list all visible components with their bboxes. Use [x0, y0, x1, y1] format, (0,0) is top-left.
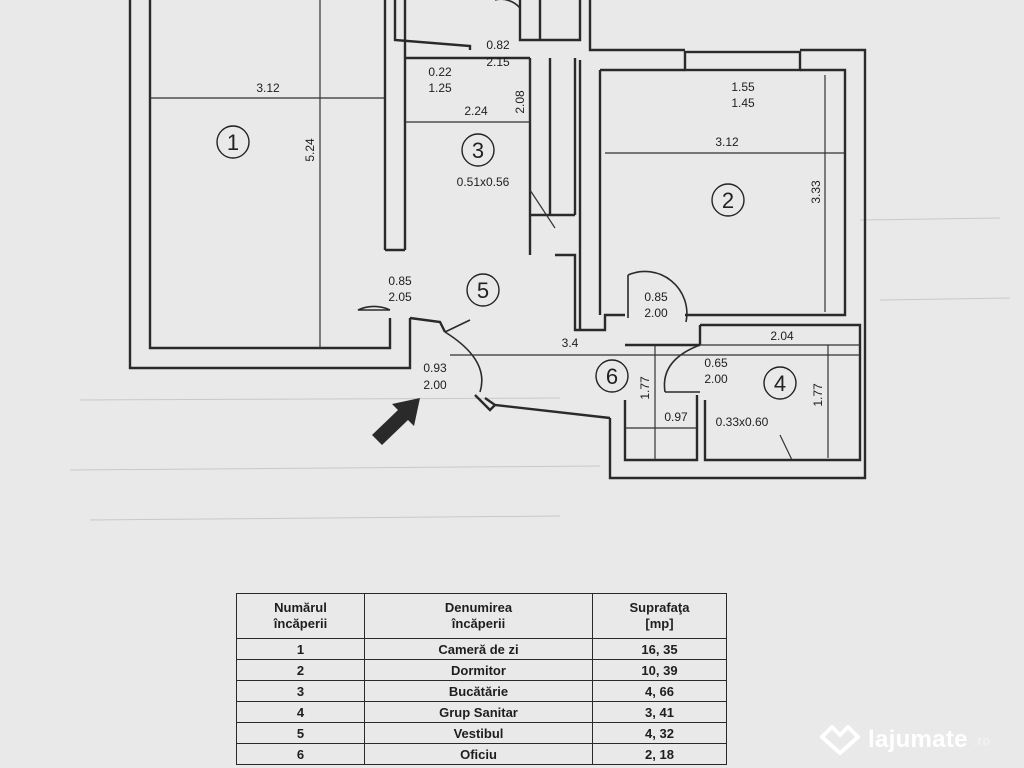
room-2-number: 2: [722, 188, 734, 213]
dim-room2-length: 3.33: [809, 180, 823, 204]
dim-room3-height: 2.08: [513, 90, 527, 114]
watermark-suffix: .ro: [973, 732, 991, 748]
dim-office-width: 0.97: [664, 410, 688, 424]
dim-bath-window: 0.33x0.60: [716, 415, 769, 429]
dim-door1-w: 0.85: [388, 274, 412, 288]
entry-walls: [409, 316, 496, 412]
cell-name: Oficiu: [364, 743, 593, 765]
dim-window2-w: 1.55: [731, 80, 755, 94]
dim-room4-width: 2.04: [770, 329, 794, 343]
doors: [357, 0, 701, 393]
dim-door-b-w: 0.82: [486, 38, 510, 52]
room-5-circle: [466, 273, 500, 307]
cell-num: 3: [236, 680, 365, 702]
dim-kitchen-window: 0.51x0.56: [457, 175, 510, 189]
door-room1: [357, 305, 391, 311]
door-entry: [444, 331, 483, 393]
room-1-number: 1: [227, 130, 239, 155]
dim-bath-door-h: 2.00: [704, 372, 728, 386]
room-5-number: 5: [477, 278, 489, 303]
header-line: [mp]: [645, 616, 674, 631]
cell-num: 1: [236, 638, 365, 660]
room-4-number: 4: [774, 371, 786, 396]
room-3-number: 3: [472, 138, 484, 163]
dim-window2-h: 1.45: [731, 96, 755, 110]
header-line: Denumirea: [444, 600, 513, 615]
dim-entry-w: 0.93: [423, 361, 447, 375]
dim-bath-door-w: 0.65: [704, 356, 728, 370]
dim-room1-length: 5.24: [303, 138, 317, 162]
dim-entry-h: 2.00: [423, 378, 447, 392]
door-top: [495, 0, 521, 9]
cell-area: 16, 35: [592, 638, 727, 660]
dimension-lines: [150, 0, 860, 461]
cell-num: 5: [236, 722, 365, 744]
heart-logo-icon: [820, 725, 860, 755]
dim-door-b-h: 2.15: [486, 55, 510, 69]
dim-office-length: 1.77: [638, 376, 652, 400]
room-2-walls: [578, 50, 847, 330]
room-2-circle: [711, 183, 745, 217]
dim-room4-length: 1.77: [811, 383, 825, 407]
cell-num: 2: [236, 659, 365, 681]
dim-room1-width: 3.12: [256, 81, 280, 95]
dim-door-a-w: 0.22: [428, 65, 452, 79]
dim-door-a-h: 1.25: [428, 81, 452, 95]
cell-num: 4: [236, 701, 365, 723]
cell-area: 4, 66: [592, 680, 727, 702]
room-1-walls: [128, 0, 412, 370]
cell-area: 10, 39: [592, 659, 727, 681]
room-3-circle: [461, 133, 495, 167]
dim-room3-width: 2.24: [464, 104, 488, 118]
room-4-circle: [763, 366, 797, 400]
room-6-number: 6: [606, 364, 618, 389]
dim-room2-width: 3.12: [715, 135, 739, 149]
header-line: încăperii: [273, 616, 328, 631]
room-6-circle: [595, 359, 629, 393]
header-line: Suprafaţa: [629, 600, 690, 615]
entry-arrow-icon: [372, 398, 420, 445]
dim-door1-h: 2.05: [388, 290, 412, 304]
room-1-circle: [216, 125, 250, 159]
cell-name: Dormitor: [364, 659, 593, 681]
room-markers: 1 2 3 4 5 6: [216, 125, 797, 400]
cell-area: 2, 18: [592, 743, 727, 765]
header-line: Numărul: [274, 600, 327, 615]
dimension-labels: 3.12 5.24 0.22 1.25 0.82 2.15 2.24 2.08 …: [256, 38, 825, 429]
cell-num: 6: [236, 743, 365, 765]
dim-door2-h: 2.00: [644, 306, 668, 320]
header-room-area: Suprafaţa[mp]: [592, 593, 727, 639]
dim-door2-w: 0.85: [644, 290, 668, 304]
door-bath: [663, 344, 701, 393]
door-room2: [627, 270, 688, 323]
cell-name: Grup Sanitar: [364, 701, 593, 723]
cell-area: 3, 41: [592, 701, 727, 723]
cell-name: Cameră de zi: [364, 638, 593, 660]
watermark: lajumate .ro: [818, 722, 990, 758]
top-utility-walls: [393, 0, 867, 480]
watermark-text: lajumate: [868, 726, 968, 753]
floor-plan: 1 2 3 4 5 6 3.12 5.24 0.22 1.25 0.82 2.1…: [69, 0, 1011, 521]
header-line: încăperii: [451, 616, 506, 631]
cell-name: Bucătărie: [364, 680, 593, 702]
dim-hall-length: 3.4: [562, 336, 579, 350]
cell-name: Vestibul: [364, 722, 593, 744]
cell-area: 4, 32: [592, 722, 727, 744]
